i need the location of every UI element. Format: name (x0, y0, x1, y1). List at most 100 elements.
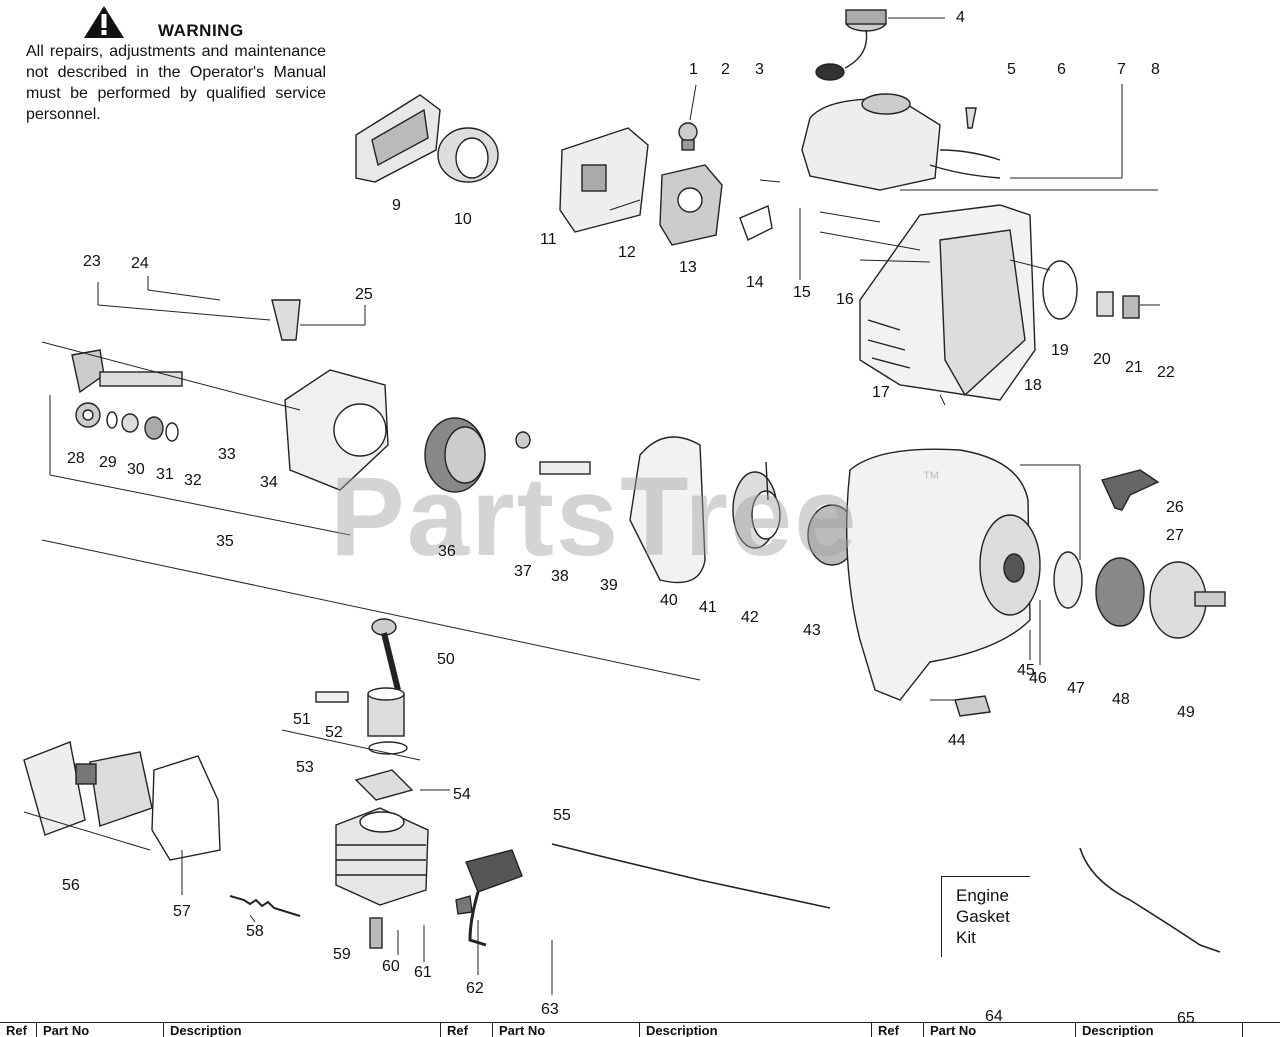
callout-46: 46 (1029, 670, 1047, 687)
col-ref: Ref (872, 1023, 924, 1037)
callout-6: 6 (1057, 61, 1066, 78)
callout-51: 51 (293, 711, 311, 728)
leader-lines (23, 17, 1160, 995)
part-filter-small (1096, 291, 1114, 317)
part-bearings (75, 402, 179, 442)
col-part-no: Part No (493, 1023, 640, 1037)
callout-64: 64 (985, 1008, 1003, 1025)
callout-10: 10 (454, 211, 472, 228)
warning-note: WARNING All repairs, adjustments and mai… (26, 20, 326, 125)
callout-48: 48 (1112, 691, 1130, 708)
callout-42: 42 (741, 609, 759, 626)
callout-41: 41 (699, 599, 717, 616)
warning-title: WARNING (158, 21, 244, 40)
callout-54: 54 (453, 786, 471, 803)
engine-gasket-kit-label: Engine Gasket Kit (956, 886, 1010, 947)
callout-26: 26 (1166, 499, 1184, 516)
callout-35: 35 (216, 533, 234, 550)
part-o-ring (1042, 260, 1078, 320)
callout-20: 20 (1093, 351, 1111, 368)
callout-63: 63 (541, 1001, 559, 1018)
callout-34: 34 (260, 474, 278, 491)
part-clutch-drum (1149, 561, 1226, 639)
col-ref: Ref (0, 1023, 37, 1037)
part-muffler (23, 741, 153, 836)
callout-36: 36 (438, 543, 456, 560)
part-filter-base (559, 127, 649, 233)
part-cylinder (335, 807, 429, 906)
part-ignition-module (455, 849, 523, 947)
callout-24: 24 (131, 255, 149, 272)
part-primer-bulb (678, 122, 698, 151)
part-engine-housing (859, 204, 1036, 401)
callout-59: 59 (333, 946, 351, 963)
part-clutch-housing (271, 299, 389, 491)
callout-4: 4 (956, 9, 965, 26)
callout-62: 62 (466, 980, 484, 997)
callout-49: 49 (1177, 704, 1195, 721)
callout-22: 22 (1157, 364, 1175, 381)
callout-31: 31 (156, 466, 174, 483)
part-starter-housing (845, 448, 1041, 717)
col-description: Description (1076, 1023, 1243, 1037)
part-connecting-rod (371, 618, 401, 691)
callout-13: 13 (679, 259, 697, 276)
part-fuel-cap (815, 9, 887, 81)
callout-21: 21 (1125, 359, 1143, 376)
callout-9: 9 (392, 197, 401, 214)
part-cable (1079, 847, 1221, 953)
callout-53: 53 (296, 759, 314, 776)
callout-14: 14 (746, 274, 764, 291)
col-description: Description (164, 1023, 441, 1037)
callout-17: 17 (872, 384, 890, 401)
callout-50: 50 (437, 651, 455, 668)
callout-45: 45 (1017, 662, 1035, 679)
callout-33: 33 (218, 446, 236, 463)
callout-15: 15 (793, 284, 811, 301)
callout-39: 39 (600, 577, 618, 594)
callout-44: 44 (948, 732, 966, 749)
callout-30: 30 (127, 461, 145, 478)
warning-body: All repairs, adjustments and maintenance… (26, 43, 326, 123)
engine-gasket-kit-box: Engine Gasket Kit (941, 876, 1030, 957)
callout-18: 18 (1024, 377, 1042, 394)
callout-19: 19 (1051, 342, 1069, 359)
callout-27: 27 (1166, 527, 1184, 544)
callout-29: 29 (99, 454, 117, 471)
callout-12: 12 (618, 244, 636, 261)
part-spring (229, 895, 301, 917)
callout-55: 55 (553, 807, 571, 824)
callout-2: 2 (721, 61, 730, 78)
part-spark-plug (369, 917, 383, 949)
callout-16: 16 (836, 291, 854, 308)
callout-28: 28 (67, 450, 85, 467)
callout-3: 3 (755, 61, 764, 78)
callout-61: 61 (414, 964, 432, 981)
callout-57: 57 (173, 903, 191, 920)
callout-60: 60 (382, 958, 400, 975)
part-washer (515, 431, 531, 449)
callout-56: 56 (62, 877, 80, 894)
part-plate-small (1122, 295, 1140, 319)
callout-40: 40 (660, 592, 678, 609)
part-starter-plate (1053, 551, 1083, 609)
callout-25: 25 (355, 286, 373, 303)
col-ref: Ref (441, 1023, 493, 1037)
callout-43: 43 (803, 622, 821, 639)
part-fuel-tank (801, 93, 1001, 191)
part-muffler-gasket (151, 755, 221, 861)
part-piston (315, 687, 405, 737)
watermark-trademark: ™ (922, 468, 940, 488)
callout-32: 32 (184, 472, 202, 489)
part-drive-shaft (71, 349, 183, 394)
callout-47: 47 (1067, 680, 1085, 697)
part-carburetor (659, 164, 723, 246)
parts-table-header: Ref Part No Description Ref Part No Desc… (0, 1022, 1280, 1037)
watermark: PartsTree (330, 454, 859, 579)
warning-triangle-icon (84, 6, 124, 38)
callout-38: 38 (551, 568, 569, 585)
callout-1: 1 (689, 61, 698, 78)
part-clutch (1095, 557, 1145, 627)
callout-8: 8 (1151, 61, 1160, 78)
